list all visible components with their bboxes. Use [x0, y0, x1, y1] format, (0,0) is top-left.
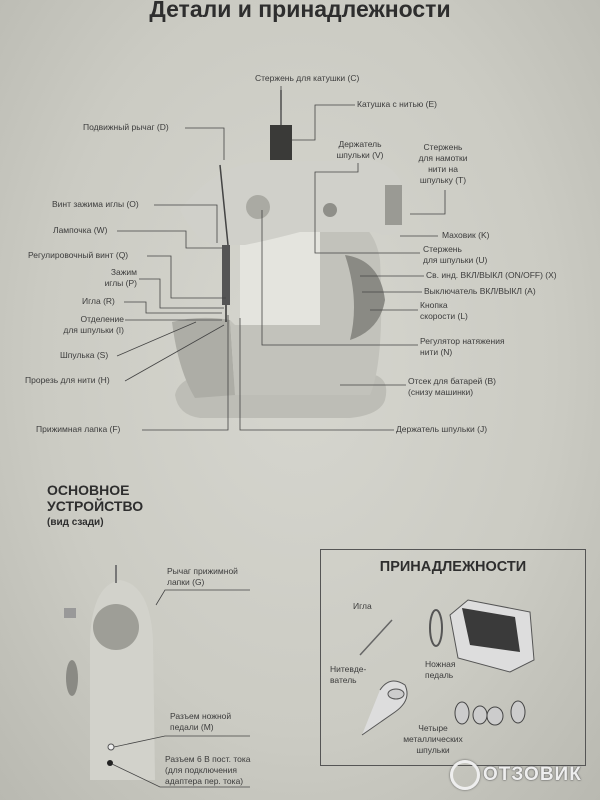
page-title: Детали и принадлежности: [149, 0, 451, 22]
label-battery-compartment: Отсек для батарей (B)(снизу машинки): [408, 376, 496, 397]
label-thread-spool: Катушка с нитью (E): [357, 99, 437, 109]
back-view-subtitle: (вид сзади): [47, 517, 104, 528]
label-acc-threader: Нитевде-ватель: [330, 664, 367, 685]
label-power-indicator: Св. инд. ВКЛ/ВЫКЛ (ON/OFF) (X): [426, 270, 557, 280]
accessory-bobbins: [454, 700, 526, 726]
accessory-threader: [361, 680, 408, 736]
accessories-title: ПРИНАДЛЕЖНОСТИ: [379, 559, 527, 575]
label-spool-pin: Стержень для катушки (C): [255, 73, 360, 83]
label-handwheel: Маховик (K): [442, 230, 490, 240]
label-bobbin-holder-j: Держатель шпульки (J): [396, 424, 488, 434]
label-needle: Игла (R): [82, 296, 115, 306]
label-thread-slot: Прорезь для нити (H): [25, 375, 110, 385]
label-lamp: Лампочка (W): [53, 225, 108, 235]
label-movable-lever: Подвижный рычаг (D): [83, 122, 169, 132]
leader-lines: [116, 86, 446, 431]
label-adjust-screw: Регулировочный винт (Q): [28, 250, 129, 260]
watermark: ОТЗОВИК: [450, 760, 582, 790]
label-power-switch: Выключатель ВКЛ/ВЫКЛ (A): [424, 286, 536, 296]
label-acc-needle: Игла: [353, 601, 372, 611]
sewing-machine-back: [64, 565, 155, 780]
label-needle-clamp-screw: Винт зажима иглы (O): [52, 199, 139, 209]
label-bobbin: Шпулька (S): [60, 350, 109, 360]
accessory-needle: [359, 619, 393, 656]
label-presser-foot: Прижимная лапка (F): [36, 424, 121, 434]
accessory-pedal: [429, 599, 535, 673]
power-logo-icon: [450, 760, 480, 790]
